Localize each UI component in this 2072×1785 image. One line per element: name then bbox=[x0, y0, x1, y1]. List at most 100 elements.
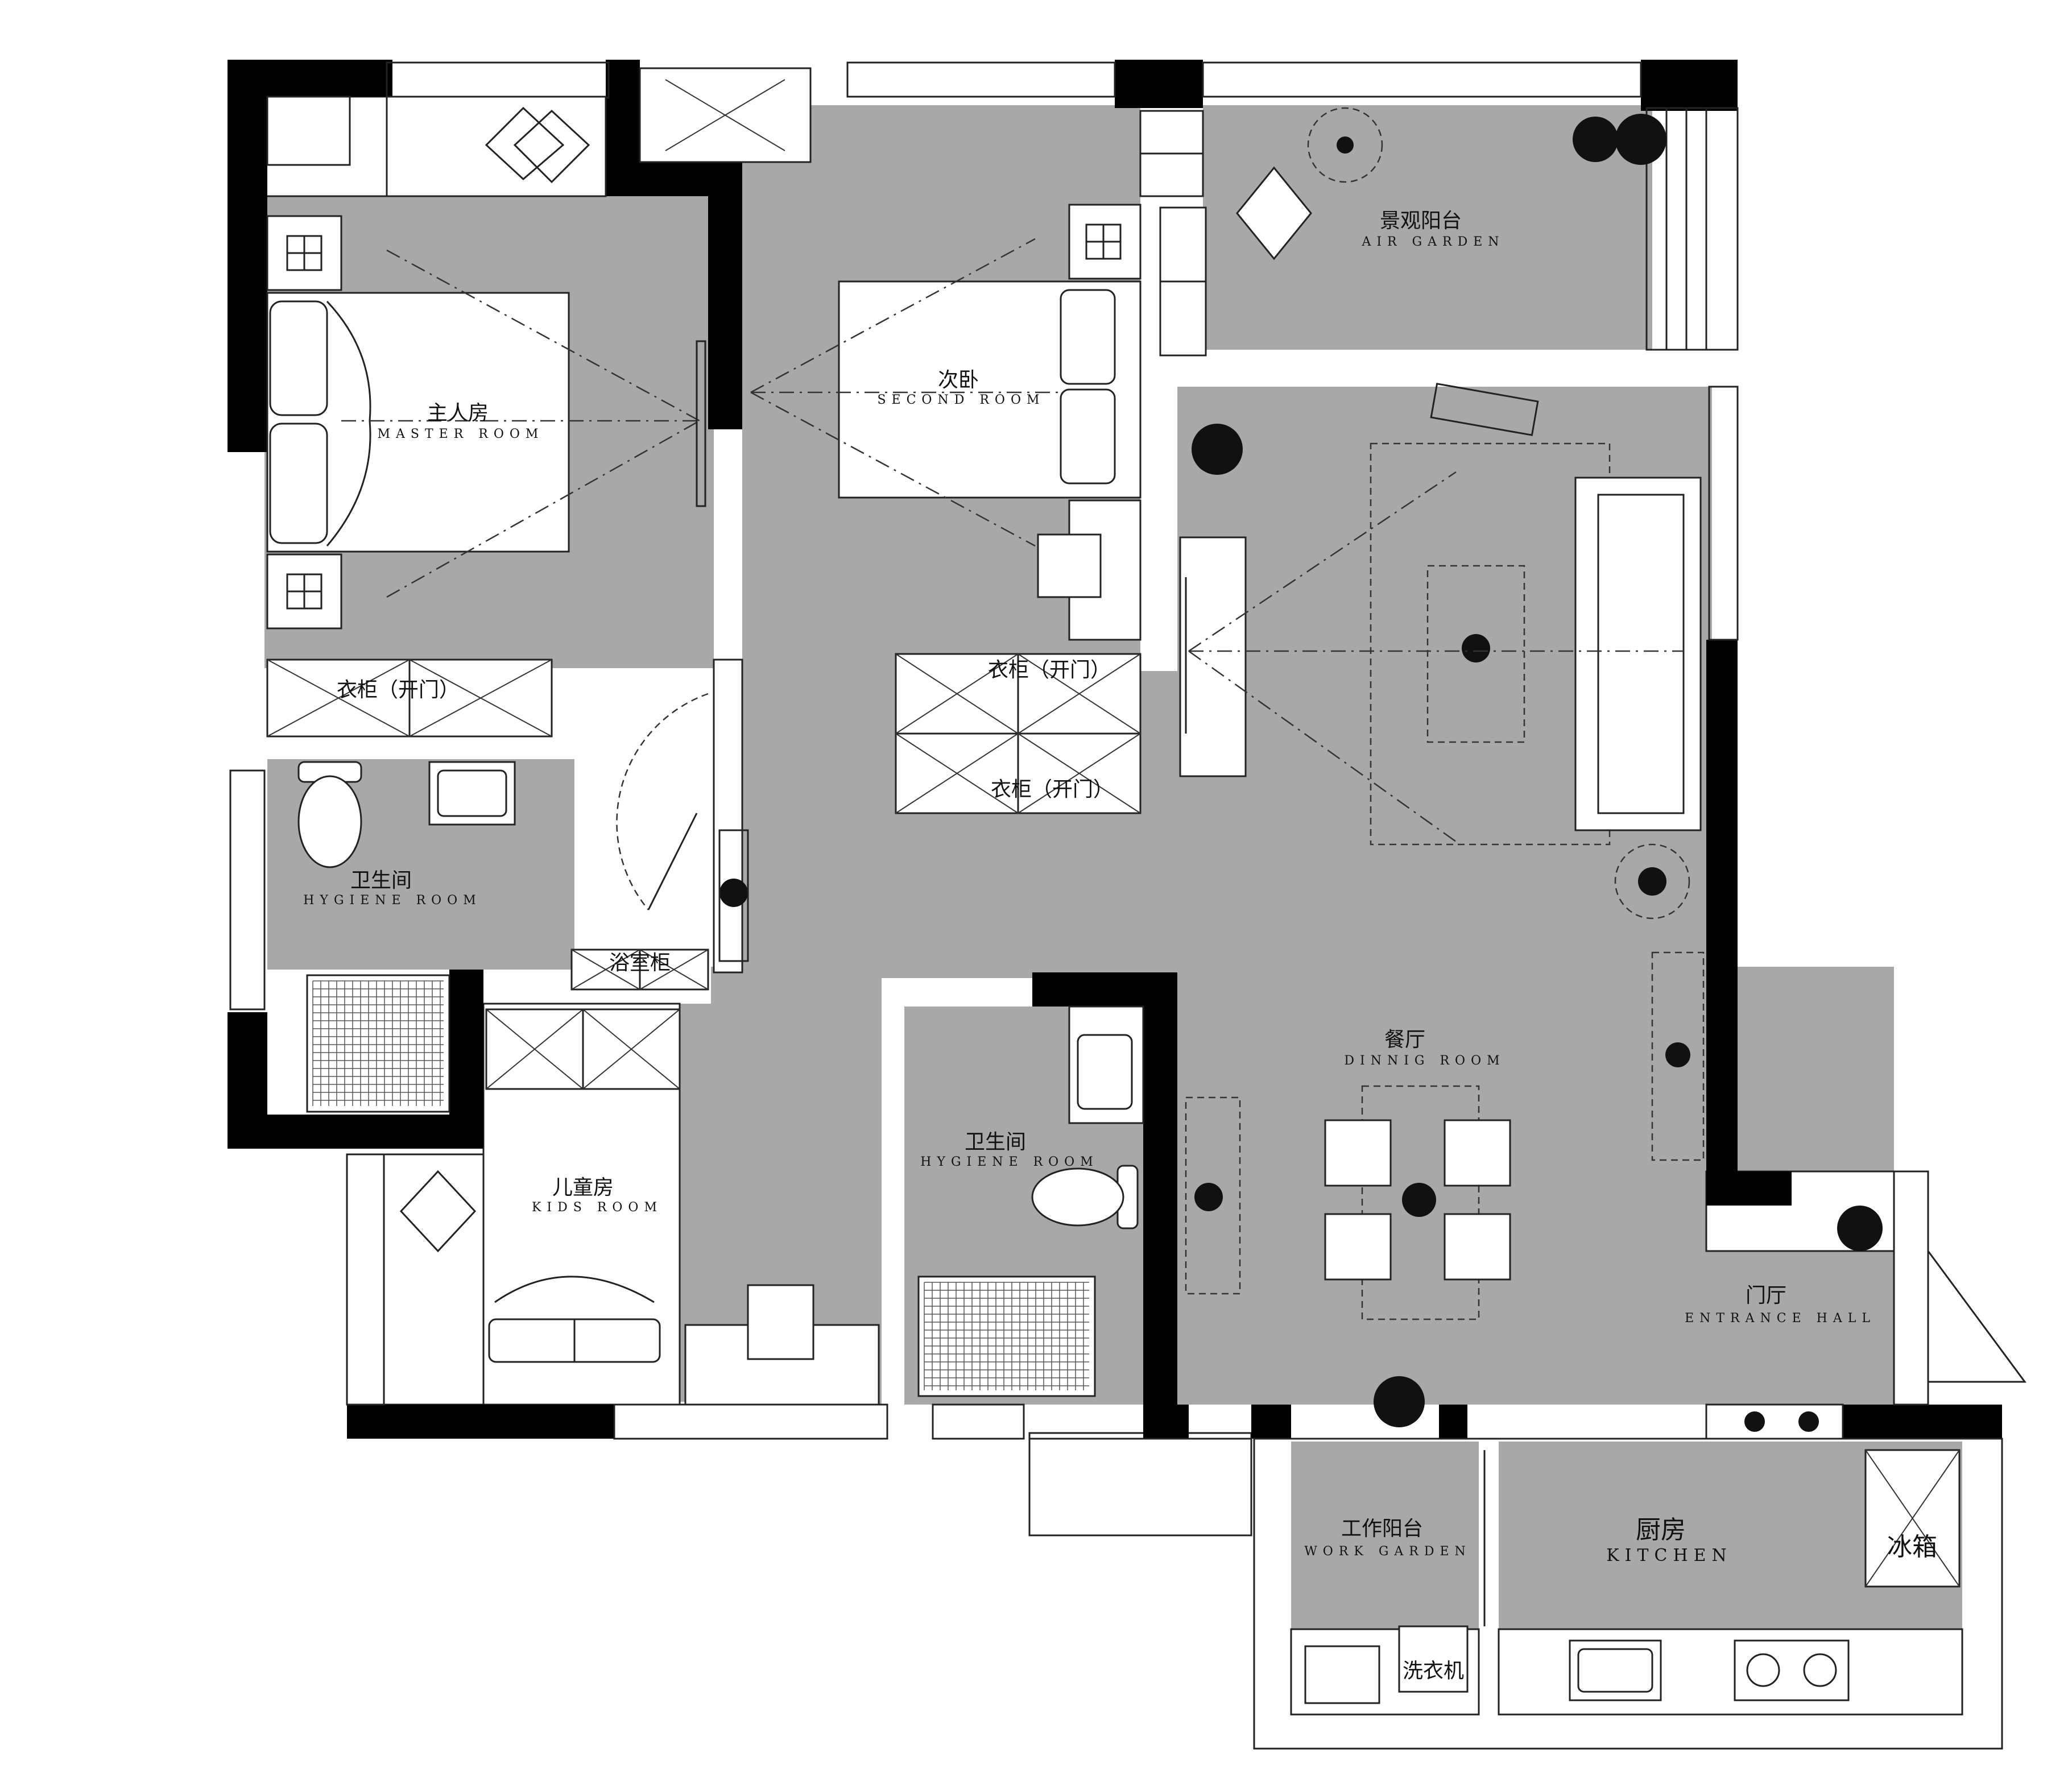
dining-chair-4 bbox=[1444, 1213, 1511, 1281]
dining-chair-1 bbox=[1324, 1119, 1392, 1187]
kids-furniture bbox=[399, 1008, 814, 1363]
shoe-cabinet bbox=[1705, 1403, 1844, 1440]
east-cabinet bbox=[1651, 951, 1705, 1161]
garden-table bbox=[1307, 107, 1383, 183]
kids-west-window bbox=[346, 1153, 385, 1406]
west-window-1 bbox=[229, 769, 266, 1010]
wall-top-right bbox=[1641, 60, 1738, 111]
master-wardrobe-label: 衣柜（开门） bbox=[337, 678, 460, 702]
dining-chair-2 bbox=[1444, 1119, 1511, 1187]
hygiene1-fixtures bbox=[297, 693, 709, 1113]
balcony-lower bbox=[1028, 1432, 1252, 1536]
living-rug bbox=[1370, 442, 1611, 846]
living-furniture bbox=[718, 383, 1705, 1161]
second-wardrobe-label-top: 衣柜（开门） bbox=[988, 658, 1111, 682]
hygiene2-label-en: HYGIENE ROOM bbox=[920, 1155, 1099, 1169]
outlines bbox=[229, 61, 2026, 1750]
master-pillow-2 bbox=[269, 423, 328, 544]
kids-room-label-en: KIDS ROOM bbox=[532, 1200, 663, 1215]
dining-rug bbox=[1361, 1085, 1480, 1320]
garden-chair bbox=[1236, 166, 1312, 260]
garden-plant-1 bbox=[1573, 117, 1618, 162]
kitchen-label-cn: 厨房 bbox=[1636, 1515, 1686, 1544]
kids-chair bbox=[747, 1284, 814, 1360]
master-bay-table bbox=[386, 96, 607, 197]
walls bbox=[228, 60, 2002, 1439]
wall-hyg2-east bbox=[1143, 972, 1177, 1433]
corridor-wall bbox=[713, 658, 743, 974]
second-room-label-en: SECOND ROOM bbox=[877, 393, 1045, 407]
tv-cabinet bbox=[1179, 536, 1247, 777]
wall-hyg1-east bbox=[449, 970, 483, 1149]
work-garden-floor bbox=[1291, 1442, 1479, 1629]
side-table bbox=[1614, 843, 1690, 920]
garden-steps bbox=[1645, 107, 1739, 351]
dining-label-cn: 餐厅 bbox=[1384, 1028, 1425, 1051]
master-furniture bbox=[266, 96, 706, 738]
second-nightstand bbox=[1068, 204, 1142, 280]
air-garden-label-cn: 景观阳台 bbox=[1380, 209, 1462, 233]
master-room-label-cn: 主人房 bbox=[427, 401, 489, 425]
wall-kitchen-west bbox=[1251, 1405, 1291, 1439]
coffee-table bbox=[1426, 565, 1525, 743]
kitchen-items bbox=[1304, 1449, 1961, 1704]
hygiene2-fixtures bbox=[917, 1005, 1144, 1397]
shower-1 bbox=[306, 974, 450, 1113]
second-wardrobe-label-bottom: 衣柜（开门） bbox=[991, 778, 1114, 801]
bath-cabinet-label: 浴室柜 bbox=[609, 951, 671, 975]
sofa bbox=[1574, 477, 1702, 831]
wall-top-left bbox=[228, 60, 392, 97]
master-room-label-en: MASTER ROOM bbox=[378, 427, 544, 441]
wall-east-step bbox=[1706, 1171, 1792, 1206]
entrance-plant bbox=[1837, 1206, 1883, 1251]
cooktop bbox=[1734, 1639, 1850, 1701]
dining-sideboard bbox=[1185, 1096, 1241, 1295]
top-window-2 bbox=[846, 61, 1116, 98]
wall-col-1b bbox=[606, 159, 742, 196]
wall-bottom-left bbox=[347, 1405, 614, 1439]
kids-room-label-cn: 儿童房 bbox=[552, 1176, 614, 1199]
master-pillow-1 bbox=[269, 300, 328, 416]
entrance-label-en: ENTRANCE HALL bbox=[1685, 1311, 1876, 1326]
kitchen-lower bbox=[1498, 1628, 1963, 1716]
master-window-seat bbox=[266, 96, 351, 166]
shower-1-tiles bbox=[312, 980, 444, 1106]
dining-furniture bbox=[1185, 1085, 1883, 1440]
work-garden-label-en: WORK GARDEN bbox=[1304, 1544, 1471, 1559]
second-furniture bbox=[639, 67, 1207, 814]
second-room-label-cn: 次卧 bbox=[938, 368, 979, 392]
washer-label: 洗衣机 bbox=[1403, 1659, 1464, 1683]
entrance-label-cn: 门厅 bbox=[1746, 1284, 1786, 1307]
dining-chair-3 bbox=[1324, 1213, 1392, 1281]
basin-1 bbox=[428, 761, 516, 826]
bottom-window-2 bbox=[932, 1403, 1025, 1440]
labels: 主人房 MASTER ROOM 次卧 SECOND ROOM 景观阳台 AIR … bbox=[303, 209, 1937, 1683]
toilet-2-bowl bbox=[1031, 1167, 1124, 1227]
entrance-door-area bbox=[1893, 1170, 1929, 1406]
hygiene2-label-cn: 卫生间 bbox=[965, 1130, 1026, 1154]
dining-plant bbox=[1374, 1376, 1425, 1427]
dining-label-en: DINNIG ROOM bbox=[1344, 1054, 1505, 1068]
living-plant bbox=[1192, 424, 1243, 475]
washing-machine bbox=[1398, 1625, 1469, 1693]
kids-window-bay bbox=[346, 1153, 485, 1406]
wall-west-top bbox=[228, 60, 267, 452]
door-arc-master bbox=[616, 693, 709, 910]
wall-master-second bbox=[708, 196, 742, 429]
fridge-label: 冰箱 bbox=[1887, 1533, 1937, 1562]
wall-bottom-stub bbox=[1439, 1405, 1467, 1439]
laundry-sink bbox=[1304, 1645, 1380, 1704]
second-chair bbox=[1037, 533, 1102, 598]
kitchen-sink bbox=[1569, 1639, 1662, 1701]
wall-sw-box bbox=[228, 1115, 478, 1149]
toilet-1-bowl bbox=[297, 775, 362, 868]
wall-bottom-mid bbox=[1143, 1405, 1189, 1439]
wall-top-mid bbox=[1115, 60, 1203, 108]
master-window-frame bbox=[386, 61, 610, 99]
hygiene1-label-cn: 卫生间 bbox=[350, 869, 412, 892]
master-tv-panel bbox=[696, 340, 706, 507]
garden-plant-2 bbox=[1615, 114, 1666, 165]
wall-east-right bbox=[1706, 640, 1738, 1171]
armchair bbox=[1430, 383, 1539, 436]
